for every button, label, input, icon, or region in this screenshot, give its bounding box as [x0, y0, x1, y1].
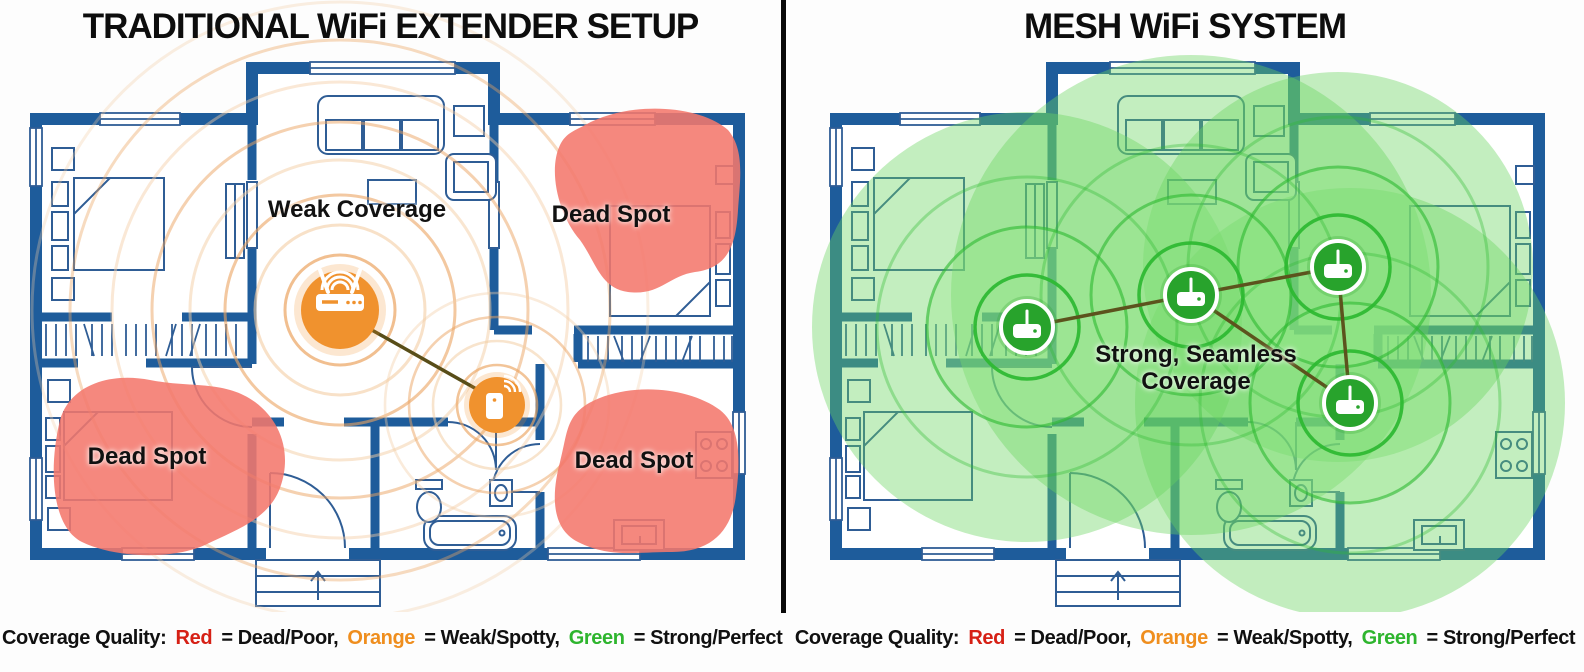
legend-red-text: = Dead/Poor, — [1014, 627, 1132, 649]
right-panel-title: MESH WiFi SYSTEM — [1023, 7, 1347, 46]
legend-orange-label: Orange — [347, 627, 416, 649]
legend-red-label: Red — [175, 627, 213, 649]
dead-spot-label-top-right: Dead Spot — [551, 201, 671, 228]
mesh-node-icon-2 — [1158, 262, 1224, 328]
dead-spot-blob-bottom-left — [53, 377, 286, 556]
wifi-router-icon — [294, 264, 386, 356]
legend-green-text: = Strong/Perfect — [633, 627, 783, 649]
strong-coverage-line1: Strong, Seamless — [1095, 341, 1297, 368]
router-extender-link-line — [361, 323, 482, 393]
left-panel-title: TRADITIONAL WiFi EXTENDER SETUP — [82, 7, 700, 46]
legend-green-text: = Strong/Perfect — [1426, 627, 1576, 649]
traditional-extender-scene — [0, 0, 781, 612]
mesh-link-lines — [1025, 265, 1352, 405]
dead-spot-blob-top-right — [554, 108, 741, 293]
legend-prefix: Coverage Quality: — [2, 627, 167, 649]
traditional-extender-panel: TRADITIONAL WiFi EXTENDER SETUP Weak Cov… — [0, 0, 783, 672]
strong-coverage-line2: Coverage — [1141, 368, 1251, 395]
legend-orange-text: = Weak/Spotty, — [1217, 627, 1353, 649]
legend-green-label: Green — [568, 627, 625, 649]
legend-orange-text: = Weak/Spotty, — [424, 627, 560, 649]
legend-green-label: Green — [1361, 627, 1418, 649]
legend-red-label: Red — [968, 627, 1005, 649]
legend-orange-label: Orange — [1140, 627, 1208, 649]
strong-coverage-label: Strong, Seamless Coverage — [1095, 341, 1296, 395]
dead-spot-label-bottom-right: Dead Spot — [574, 447, 694, 474]
mesh-system-scene — [812, 55, 1565, 612]
mesh-node-icon-4 — [1317, 370, 1383, 436]
mesh-system-panel: MESH WiFi SYSTEM Strong, Seamless Covera… — [786, 0, 1584, 672]
panel-divider — [781, 0, 786, 613]
mesh-node-icon-3 — [1305, 234, 1371, 300]
dead-spot-blob-bottom-right — [554, 389, 739, 554]
router-signal-rings — [30, 0, 650, 612]
dead-spot-blobs — [53, 108, 741, 556]
weak-coverage-label: Weak Coverage — [267, 196, 447, 223]
legend-red-text: = Dead/Poor, — [221, 627, 339, 649]
coverage-legend-right: Coverage Quality: Red = Dead/Poor, Orang… — [786, 627, 1584, 650]
wifi-extender-icon — [464, 372, 530, 438]
legend-prefix: Coverage Quality: — [794, 627, 960, 649]
coverage-legend-left: Coverage Quality: Red = Dead/Poor, Orang… — [0, 627, 783, 650]
dead-spot-label-bottom-left: Dead Spot — [87, 443, 207, 470]
mesh-node-icon-1 — [994, 294, 1060, 360]
